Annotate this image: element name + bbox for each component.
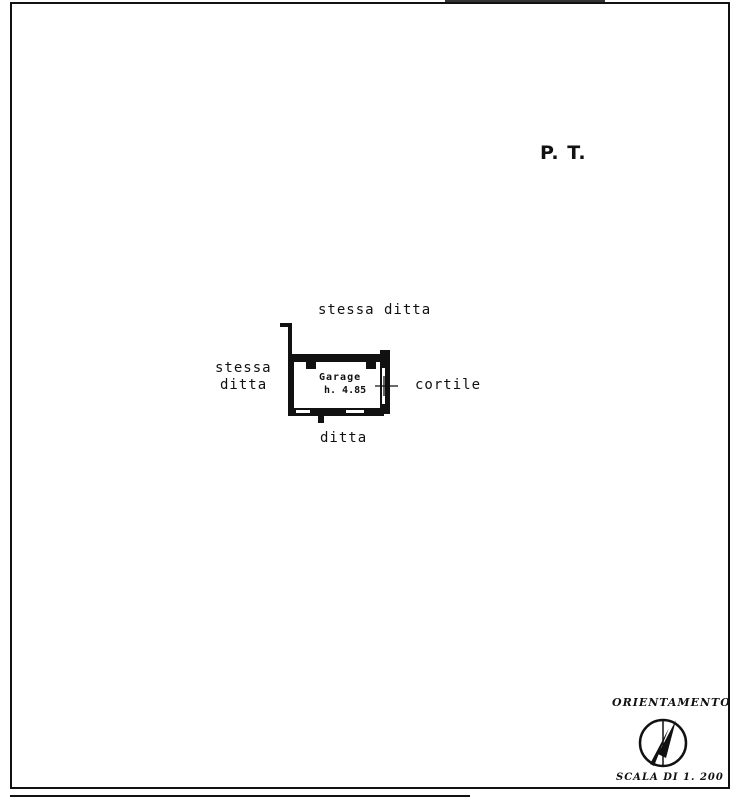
neighbor-east-label: cortile [415,377,482,393]
compass-north-arrow-icon [638,718,688,768]
west-wall [288,362,294,416]
scale-label: SCALA DI 1. 200 [616,772,724,783]
neighbor-north-label: stessa ditta [318,302,432,318]
neighbor-west-label-line1: stessa [215,360,272,376]
bottom-rule [10,795,470,797]
neighbor-south-label: ditta [320,430,368,446]
north-wall [288,354,384,362]
orientation-title: ORIENTAMENTO [612,696,731,709]
room-height-label: h. 4.85 [324,385,367,396]
south-wall-stub [318,416,324,423]
room-name-label: Garage [319,372,362,383]
drawing-frame [10,2,730,789]
neighbor-west-label-line2: ditta [220,377,268,393]
pillar-nw [306,362,316,369]
floor-label: P. T. [540,142,587,164]
south-window-left [296,410,310,413]
pillar-ne [366,362,376,369]
top-edge-line [445,0,605,2]
south-window-right [346,410,364,413]
south-wall [288,408,384,416]
